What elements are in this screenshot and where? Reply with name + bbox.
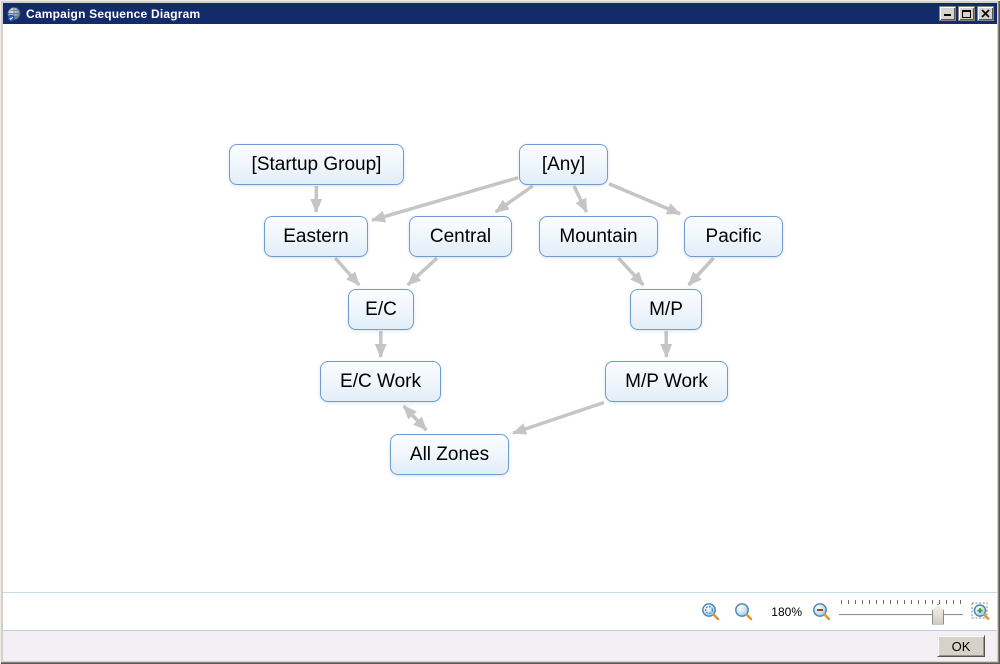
edge-mpwork-to-allzones [512, 400, 605, 435]
diagram-node-mountain[interactable]: Mountain [539, 216, 658, 257]
zoom-in-selection-icon[interactable] [971, 602, 990, 621]
edge-eastern-to-ec [333, 256, 361, 287]
diagram-canvas: [Startup Group] [Any] Eastern Central Mounta… [3, 24, 997, 593]
diagram-node-ec[interactable]: E/C [348, 289, 414, 330]
edge-any-to-pacific [608, 182, 681, 216]
ok-button[interactable]: OK [937, 635, 985, 657]
edge-pacific-to-mp [687, 256, 715, 287]
close-button[interactable] [977, 6, 994, 21]
zoom-level-label: 180% [771, 604, 802, 619]
maximize-button[interactable] [958, 6, 975, 21]
edge-mountain-to-mp [617, 256, 645, 287]
diagram-node-allzones[interactable]: All Zones [390, 434, 509, 475]
app-icon [7, 6, 21, 22]
edge-ecwork-to-allzones [402, 404, 428, 432]
diagram-node-central[interactable]: Central [409, 216, 512, 257]
diagram-node-startup[interactable]: [Startup Group] [229, 144, 404, 185]
diagram-node-pacific[interactable]: Pacific [684, 216, 783, 257]
footer-bar: OK [3, 631, 997, 661]
zoom-slider[interactable] [839, 599, 963, 625]
zoom-out-icon[interactable] [812, 602, 831, 621]
slider-track[interactable] [839, 613, 963, 616]
maximize-icon [962, 9, 971, 18]
minimize-button[interactable] [939, 6, 956, 21]
edge-any-to-mountain [572, 185, 589, 213]
edge-any-to-central [494, 184, 534, 214]
close-icon [981, 9, 990, 18]
magnifier-icon[interactable] [734, 602, 753, 621]
diagram-node-eastern[interactable]: Eastern [264, 216, 368, 257]
titlebar: Campaign Sequence Diagram [3, 3, 997, 24]
diagram-node-mpwork[interactable]: M/P Work [605, 361, 728, 402]
diagram-node-any[interactable]: [Any] [519, 144, 608, 185]
edge-central-to-ec [406, 256, 439, 287]
minimize-icon [944, 10, 951, 16]
slider-thumb[interactable] [932, 603, 944, 625]
diagram-node-ecwork[interactable]: E/C Work [320, 361, 441, 402]
diagram-edges-svg [310, 176, 715, 435]
fit-zoom-icon[interactable] [701, 602, 720, 621]
edge-any-to-eastern [371, 176, 519, 223]
diagram-node-mp[interactable]: M/P [630, 289, 702, 330]
slider-ticks [841, 599, 961, 604]
zoom-toolbar: 180% [3, 593, 997, 631]
window-title: Campaign Sequence Diagram [26, 6, 201, 21]
